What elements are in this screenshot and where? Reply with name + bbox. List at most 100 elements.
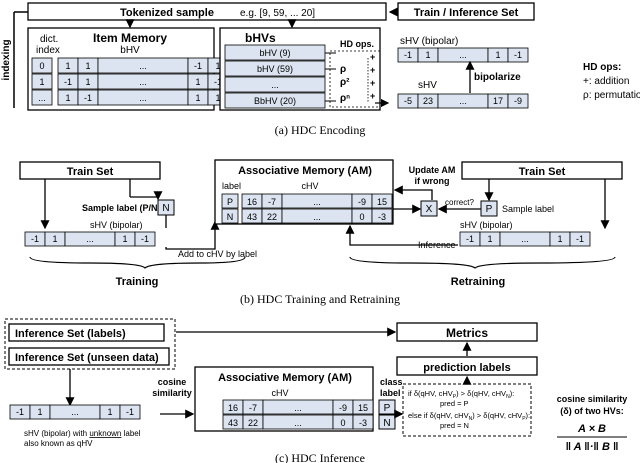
vector-value: ... xyxy=(521,234,529,244)
bhv-item: bHV (59) xyxy=(257,64,293,74)
bipolarize-label: bipolarize xyxy=(474,72,521,83)
tokenized-sample-example: e.g. [9, 59, ... 20] xyxy=(240,8,315,19)
vector-value: -1 xyxy=(126,407,134,417)
vector-value: -1 xyxy=(466,234,474,244)
x-label: X xyxy=(426,204,433,215)
rho2-op: ρ² xyxy=(340,77,350,88)
plus-1: + xyxy=(370,52,375,62)
plus-4: + xyxy=(370,91,375,101)
index-value: 1 xyxy=(39,77,44,87)
class-label: class xyxy=(380,377,403,387)
caption-a: (a) HDC Encoding xyxy=(275,123,366,137)
class-n: N xyxy=(383,418,390,429)
hd-ops-label: HD ops. xyxy=(340,39,374,49)
am-title-b: Associative Memory (AM) xyxy=(238,165,372,177)
vector-value: 1 xyxy=(52,234,57,244)
sample-label-n: N xyxy=(162,203,169,214)
rho-op: ρ xyxy=(340,64,346,75)
am-value: 22 xyxy=(248,418,258,428)
vector-value: -1 xyxy=(576,234,584,244)
if-wrong-label: if wrong xyxy=(415,176,450,186)
retraining-label: Retraining xyxy=(451,276,505,288)
am-label: N xyxy=(227,212,234,222)
formula-denominator: ‖ A ‖·‖ B ‖ xyxy=(566,441,619,453)
tokenized-sample-label: Tokenized sample xyxy=(120,7,214,19)
bhv-item: BbHV (20) xyxy=(254,96,296,106)
retraining-brace xyxy=(349,256,616,269)
bhv-value: 1 xyxy=(215,61,220,71)
plus-2: + xyxy=(370,65,375,75)
pred-n: pred = N xyxy=(440,421,469,430)
vector-value: 17 xyxy=(493,96,503,106)
bhv-column-label: bHV xyxy=(120,45,140,56)
inference-arrow xyxy=(345,224,458,246)
vector-value: -1 xyxy=(141,234,149,244)
vector-cell xyxy=(507,93,529,109)
bhv-list: bHV (9)bHV (59)...BbHV (20) xyxy=(224,44,336,109)
am-value: -7 xyxy=(268,197,276,207)
am-value: -3 xyxy=(378,212,386,222)
bhv-value: -1 xyxy=(84,93,92,103)
add-to-chv-arrow xyxy=(165,220,220,250)
train-set-left-box xyxy=(19,161,161,180)
bhv-item-cell xyxy=(224,76,326,93)
rule-1: if δ(qHV, cHVP) > δ(qHV, cHVN): xyxy=(408,389,514,400)
sample-label-right: Sample label xyxy=(502,204,554,214)
inference-labels-text: Inference Set (labels) xyxy=(15,328,126,340)
bhv-value: 1 xyxy=(85,77,90,87)
bhv-value: 1 xyxy=(65,61,70,71)
vector-value: ... xyxy=(86,234,94,244)
vector-value: 1 xyxy=(425,50,430,60)
train-inference-set-box xyxy=(397,2,535,21)
vector-value: ... xyxy=(71,407,79,417)
rhon-op: ρⁿ xyxy=(340,93,350,104)
inference-label: Inference xyxy=(418,240,456,250)
am-value: ... xyxy=(294,403,302,413)
class-p-box xyxy=(378,399,396,415)
index-cell xyxy=(31,57,53,74)
bhv-value: -1 xyxy=(194,61,202,71)
am-cell xyxy=(371,193,393,209)
bhv-value: 1 xyxy=(65,93,70,103)
tokenized-sample-box xyxy=(27,2,387,21)
am-value: 15 xyxy=(358,403,368,413)
index-value: ... xyxy=(38,93,46,103)
cos-title-2: (δ) of two HVs: xyxy=(560,406,623,416)
am-chv-col-c: cHV xyxy=(271,388,288,398)
am-cell xyxy=(352,399,374,415)
vector-value: 23 xyxy=(423,96,433,106)
hd-ops-dashed-box xyxy=(329,50,381,108)
vector-value: 1 xyxy=(122,234,127,244)
bhv-value: 1 xyxy=(195,77,200,87)
vector-value: -5 xyxy=(404,96,412,106)
plus-3: + xyxy=(370,78,375,88)
class-p: P xyxy=(384,403,391,414)
inference-sets-dashed-box xyxy=(4,318,176,370)
update-am-label: Update AM xyxy=(409,165,456,175)
bhv-item: ... xyxy=(271,80,279,90)
vector-value: -9 xyxy=(514,96,522,106)
vector-value: -1 xyxy=(514,50,522,60)
vector-cell xyxy=(134,231,156,247)
index-value: 0 xyxy=(39,61,44,71)
am-label: P xyxy=(227,197,233,207)
x-box xyxy=(420,200,438,217)
qhv-caption-2: also known as qHV xyxy=(24,439,93,448)
am-value: -9 xyxy=(358,197,366,207)
add-to-chv-label: Add to cHV by label xyxy=(178,249,257,259)
sum-chain: + + + + xyxy=(367,52,390,108)
am-label-col-b: label xyxy=(222,181,241,191)
metrics-box xyxy=(396,322,538,342)
am-value: 43 xyxy=(228,418,238,428)
rule-2: else if δ(qHV, cHVN) > δ(qHV, cHVP): xyxy=(408,411,530,422)
correct-label: correct? xyxy=(445,198,474,207)
shv-bipolar-label: sHV (bipolar) xyxy=(400,36,458,47)
am-title-c: Associative Memory (AM) xyxy=(218,372,352,384)
am-value: 16 xyxy=(247,197,257,207)
